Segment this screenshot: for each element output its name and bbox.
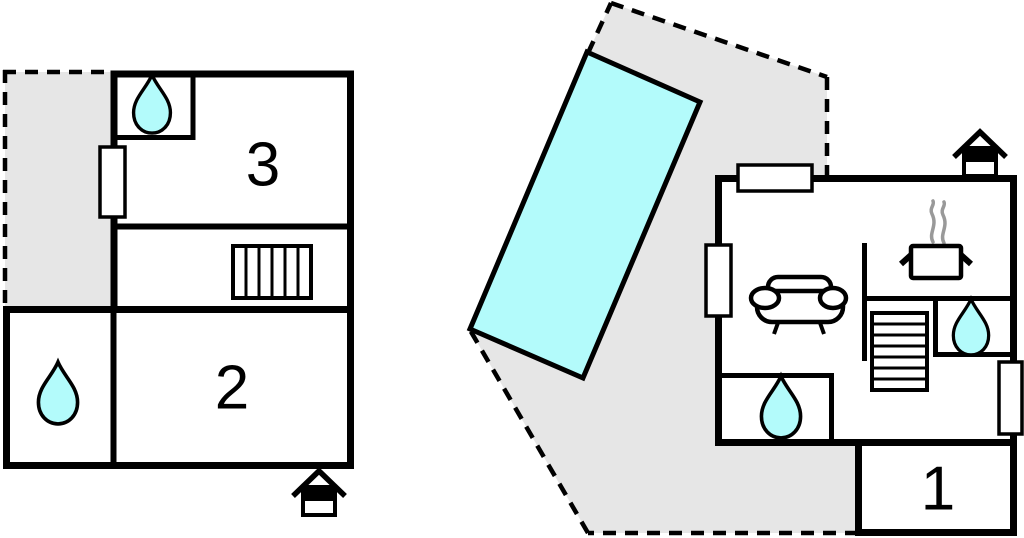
left-terrace <box>5 72 111 312</box>
left-building-interior-walls <box>110 70 354 466</box>
terrace-dashed-border <box>585 2 614 54</box>
stairs-icon <box>231 244 313 300</box>
steam-lines <box>929 199 947 245</box>
swimming-pool <box>466 48 704 382</box>
sofa-icon <box>748 274 849 335</box>
window <box>997 360 1024 436</box>
stairs-icon <box>870 311 929 392</box>
terrace-dashed-border <box>468 328 590 535</box>
room-label-1: 1 <box>921 455 955 524</box>
room-label-2: 2 <box>215 354 249 423</box>
cooking-pot-icon <box>898 199 974 281</box>
right-building-interior-walls <box>718 243 1014 446</box>
entrance-house-icon <box>954 132 1006 176</box>
window <box>98 145 127 219</box>
window <box>704 243 733 318</box>
room-label-3: 3 <box>246 131 280 200</box>
plot-dashed-boundary <box>468 0 858 536</box>
terrace-dashed-border <box>610 0 828 80</box>
window <box>736 163 814 193</box>
entrance-house-icon <box>293 471 345 515</box>
